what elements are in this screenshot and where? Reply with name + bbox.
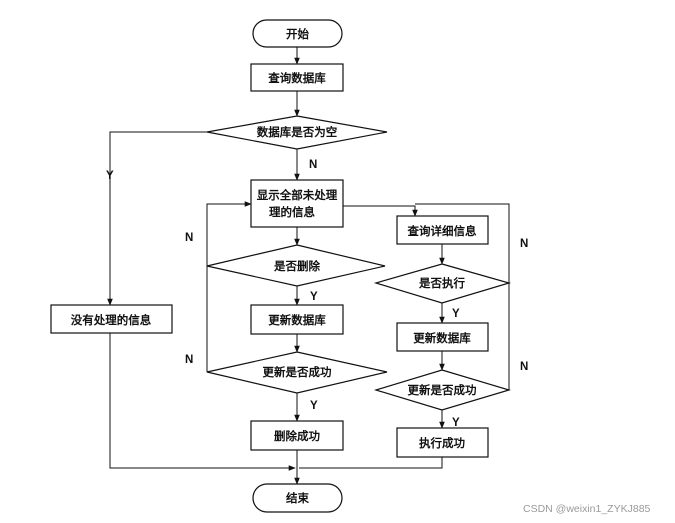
query-detail-box — [396, 215, 489, 245]
delete-ok-box — [250, 420, 344, 451]
label-dbempty-n: N — [309, 159, 317, 171]
edge-leftloop — [206, 201, 252, 372]
no-info-label: 没有处理的信息 — [71, 313, 152, 327]
label-dbempty-y: Y — [106, 170, 114, 182]
edge-execok-end — [299, 457, 443, 469]
show-all-label-1: 显示全部未处理 — [257, 188, 338, 202]
query-detail-label: 查询详细信息 — [407, 224, 477, 238]
label-execute-n: N — [520, 238, 528, 250]
db-empty-label: 数据库是否为空 — [257, 125, 338, 139]
end-label: 结束 — [285, 491, 309, 505]
update-db-right-label: 更新数据库 — [413, 331, 471, 345]
label-delete-y: Y — [310, 291, 318, 303]
query-db-label: 查询数据库 — [267, 71, 326, 85]
db-empty-decision — [206, 115, 388, 150]
is-execute-label: 是否执行 — [418, 276, 465, 290]
label-updateright-y: Y — [452, 417, 460, 429]
label-updateleft-n: N — [185, 354, 193, 366]
no-info-box — [50, 304, 173, 334]
show-all-box — [250, 179, 344, 228]
update-db-left-box — [250, 304, 344, 335]
show-all-label-2: 理的信息 — [269, 205, 315, 219]
update-ok-left-decision — [206, 351, 388, 394]
end-node — [252, 483, 343, 513]
query-db-box — [250, 63, 344, 92]
is-delete-decision — [206, 244, 386, 287]
watermark: CSDN @weixin1_ZYKJ885 — [523, 503, 651, 515]
edge-showall-right — [343, 205, 418, 217]
update-ok-right-label: 更新是否成功 — [408, 383, 477, 397]
is-execute-decision — [373, 263, 512, 304]
label-updateleft-y: Y — [310, 400, 318, 412]
edge-noinfo-end — [109, 333, 296, 471]
update-ok-right-decision — [373, 369, 512, 411]
start-label: 开始 — [286, 27, 309, 41]
is-delete-label: 是否删除 — [273, 259, 320, 273]
update-ok-left-label: 更新是否成功 — [263, 365, 332, 379]
start-node — [252, 19, 343, 48]
edge-dbempty-noinfo — [107, 131, 207, 306]
label-delete-n: N — [185, 232, 193, 244]
execute-ok-box — [396, 427, 489, 458]
update-db-right-box — [396, 322, 489, 352]
edge-rightloop — [415, 203, 510, 390]
delete-ok-label: 删除成功 — [274, 429, 320, 443]
label-updateright-n: N — [520, 361, 528, 373]
label-execute-y: Y — [452, 308, 460, 320]
update-db-left-label: 更新数据库 — [268, 313, 326, 327]
execute-ok-label: 执行成功 — [419, 436, 465, 450]
